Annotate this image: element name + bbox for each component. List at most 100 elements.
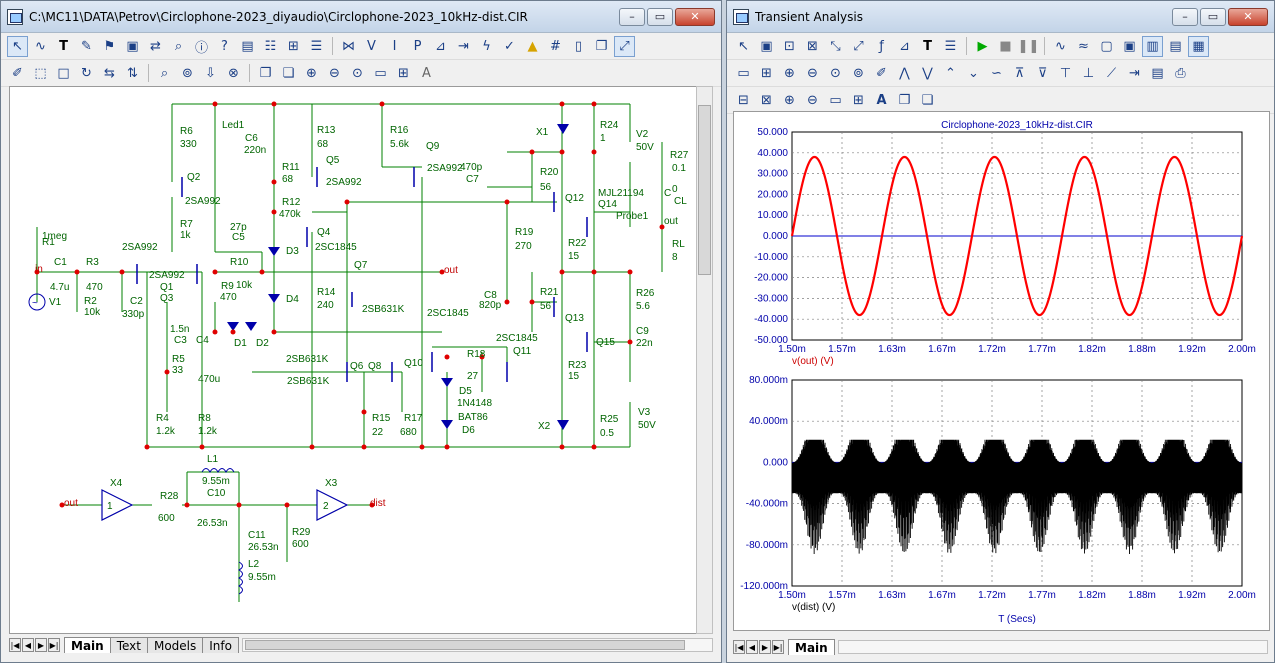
pen-icon[interactable]: ✎ xyxy=(81,38,92,54)
schematic-titlebar[interactable]: C:\MC11\DATA\Petrov\Circlophone-2023_diy… xyxy=(1,1,721,33)
probe-icon[interactable]: ⊿ xyxy=(435,38,446,54)
cursor-global-high-icon[interactable]: ⊼ xyxy=(1014,65,1025,81)
schematic-horizontal-scrollbar[interactable] xyxy=(241,638,713,652)
restore-button[interactable]: ▭ xyxy=(647,7,673,26)
plot-page-3-icon[interactable]: ▦ xyxy=(1188,35,1209,57)
scope-icon[interactable]: ⊡ xyxy=(784,38,795,54)
cursor-peak-icon[interactable]: ⋀ xyxy=(899,65,910,81)
schematic-canvas[interactable]: ~ xyxy=(9,86,697,634)
font-icon[interactable]: A xyxy=(422,65,431,81)
copy-icon[interactable]: ❐ xyxy=(259,65,272,81)
text-icon[interactable]: T xyxy=(923,38,932,54)
tab-models[interactable]: Models xyxy=(146,637,204,653)
fit-icon[interactable]: ⤢ xyxy=(614,35,635,57)
font-icon[interactable]: A xyxy=(876,92,887,108)
grid-icon[interactable]: # xyxy=(550,38,561,54)
frame-icon[interactable]: ▢ xyxy=(1100,38,1113,54)
edit-icon[interactable]: ✐ xyxy=(12,65,23,81)
component-icon[interactable]: ▣ xyxy=(126,38,139,54)
find-component-icon[interactable]: ⌕ xyxy=(174,38,183,54)
node-voltages-icon[interactable]: V xyxy=(367,38,376,54)
stop-icon[interactable]: ■ xyxy=(999,38,1012,54)
analysis-horizontal-scrollbar[interactable] xyxy=(837,640,1268,654)
cursor-inflect-icon[interactable]: ∽ xyxy=(991,65,1002,81)
analysis-minimize-button[interactable]: – xyxy=(1172,7,1198,26)
mirror-icon[interactable]: ⇆ xyxy=(104,65,115,81)
plot-page-2-icon[interactable]: ▤ xyxy=(1169,38,1182,54)
first-page-icon[interactable]: |◀ xyxy=(733,640,745,654)
layout-icon[interactable]: ⊞ xyxy=(398,65,409,81)
box-icon[interactable]: ▭ xyxy=(737,65,750,81)
box-icon[interactable]: □ xyxy=(57,65,70,81)
zoom-fit-icon[interactable]: ⊙ xyxy=(830,65,841,81)
warning-icon[interactable]: ▲ xyxy=(527,38,538,54)
next-page-icon[interactable]: ▶ xyxy=(759,640,771,654)
bus-icon[interactable]: ⇄ xyxy=(150,38,161,54)
tag-box-icon[interactable]: ▤ xyxy=(1151,65,1164,81)
cursor-valley-icon[interactable]: ⋁ xyxy=(922,65,933,81)
node-numbers-icon[interactable]: ⊞ xyxy=(288,38,299,54)
next-page-icon[interactable]: ▶ xyxy=(35,638,47,652)
pause-icon[interactable]: ❚❚ xyxy=(1017,38,1040,54)
cursor-high-icon[interactable]: ⌃ xyxy=(945,65,956,81)
select-box-icon[interactable]: ⬚ xyxy=(34,65,47,81)
scroll-thumb[interactable] xyxy=(698,105,711,275)
info-icon[interactable]: ⓘ xyxy=(194,40,208,56)
text-tool-icon[interactable]: T xyxy=(59,38,68,54)
tab-info[interactable]: Info xyxy=(202,637,239,653)
find-icon[interactable]: ⌕ xyxy=(160,65,169,81)
analysis-tab-main[interactable]: Main xyxy=(788,639,835,655)
select-arrow-icon[interactable]: ↖ xyxy=(738,38,749,54)
analysis-close-button[interactable]: ✕ xyxy=(1228,7,1268,26)
zoom-in-icon[interactable]: ⊕ xyxy=(306,65,317,81)
attribute-icon[interactable]: ▤ xyxy=(241,38,254,54)
run-icon[interactable]: ▶ xyxy=(977,38,988,54)
step-icon[interactable]: ⇥ xyxy=(458,38,469,54)
down-arrow-icon[interactable]: ⇩ xyxy=(205,65,216,81)
layout-icon[interactable]: ⊞ xyxy=(853,92,864,108)
rotate-icon[interactable]: ↻ xyxy=(81,65,92,81)
zoom-out-icon[interactable]: ⊖ xyxy=(807,65,818,81)
first-page-icon[interactable]: |◀ xyxy=(9,638,21,652)
show-icon[interactable]: ▭ xyxy=(374,65,387,81)
frame-alt-icon[interactable]: ▣ xyxy=(1123,38,1136,54)
cursor-slope-icon[interactable]: ⟋ xyxy=(1106,65,1117,81)
zoom-fit-icon[interactable]: ⊙ xyxy=(352,65,363,81)
schematic-vertical-scrollbar[interactable] xyxy=(696,86,713,634)
save-icon[interactable]: ⎙ xyxy=(1175,65,1186,81)
tab-main[interactable]: Main xyxy=(64,637,111,653)
analysis-titlebar[interactable]: Transient Analysis – ▭ ✕ xyxy=(727,1,1274,33)
waveform-icon[interactable]: ∿ xyxy=(1055,38,1066,54)
zoom-out-icon-2[interactable]: ⊖ xyxy=(807,92,818,108)
page-icon[interactable]: ▯ xyxy=(574,38,583,54)
pan-icon[interactable]: ⤡ xyxy=(830,38,841,54)
analysis-restore-button[interactable]: ▭ xyxy=(1200,7,1226,26)
binoculars-icon[interactable]: ⊚ xyxy=(182,65,193,81)
help-icon[interactable]: ? xyxy=(221,38,228,54)
fit-alt-icon[interactable]: ⊠ xyxy=(761,92,772,108)
fit-icon[interactable]: ⊟ xyxy=(738,92,749,108)
select-arrow-icon[interactable]: ↖ xyxy=(7,35,28,57)
properties-icon[interactable]: ☰ xyxy=(310,38,323,54)
grid-text-icon[interactable]: ☷ xyxy=(264,38,277,54)
grid-box-icon[interactable]: ⊞ xyxy=(761,65,772,81)
currents-icon[interactable]: I xyxy=(392,38,397,54)
cancel-icon[interactable]: ⊗ xyxy=(228,65,239,81)
cursor-bottom-icon[interactable]: ⊥ xyxy=(1082,65,1095,81)
formula-icon[interactable]: ƒ xyxy=(879,38,884,54)
close-button[interactable]: ✕ xyxy=(675,7,715,26)
cursor-global-low-icon[interactable]: ⊽ xyxy=(1037,65,1048,81)
lightning-icon[interactable]: ϟ xyxy=(482,38,491,54)
schematic-window[interactable]: C:\MC11\DATA\Petrov\Circlophone-2023_diy… xyxy=(0,0,722,663)
copy-page-icon[interactable]: ❐ xyxy=(595,38,608,54)
cursor-low-icon[interactable]: ⌄ xyxy=(968,65,979,81)
last-page-icon[interactable]: ▶| xyxy=(772,640,784,654)
cursor-next-icon[interactable]: ⇥ xyxy=(1129,65,1140,81)
analysis-window[interactable]: Transient Analysis – ▭ ✕ ↖ ▣ ⊡ ⊠ ⤡ ⤢ ƒ ⊿… xyxy=(726,0,1275,663)
cursor-top-icon[interactable]: ⊤ xyxy=(1059,65,1072,81)
edit-icon[interactable]: ✐ xyxy=(876,65,887,81)
properties-icon[interactable]: ☰ xyxy=(944,38,957,54)
paste-icon[interactable]: ❏ xyxy=(921,92,934,108)
check-icon[interactable]: ✓ xyxy=(504,38,515,54)
